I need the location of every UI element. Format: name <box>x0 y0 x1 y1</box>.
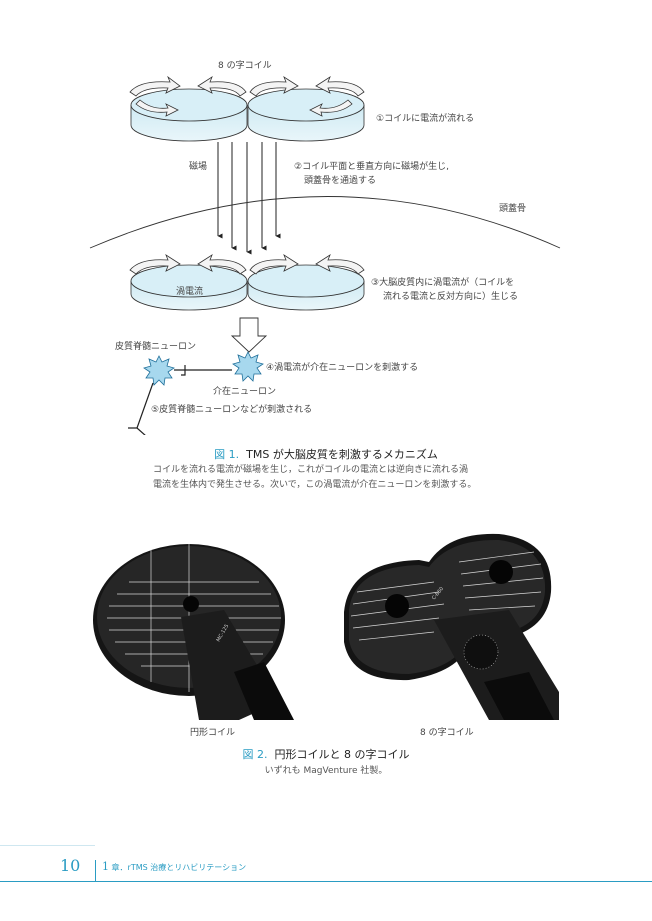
label-step2-line1: ②コイル平面と垂直方向に磁場が生じ, <box>294 161 449 174</box>
chapter-heading: 1 章．rTMS 治療とリハビリテーション <box>102 860 246 873</box>
footer-rule <box>0 881 652 882</box>
pyramidal-neuron-star <box>144 356 174 385</box>
tms-mechanism-diagram <box>0 50 652 435</box>
figure1-caption-line1: コイルを流れる電流が磁場を生じ，これがコイルの電流とは逆向きに流れる渦 <box>153 463 468 478</box>
chapter-title: 章．rTMS 治療とリハビリテーション <box>112 863 247 872</box>
label-step2-line2: 頭蓋骨を通過する <box>304 175 376 188</box>
chapter-number: 1 <box>102 860 109 873</box>
figure1-caption-line2: 電流を生体内で発生させる。次いで，この渦電流が介在ニューロンを刺激する。 <box>153 478 476 493</box>
figure2-title: 図 2. 円形コイルと 8 の字コイル <box>0 746 652 762</box>
interneuron-star <box>233 352 263 381</box>
label-magnetic-field: 磁場 <box>189 161 207 174</box>
down-arrow <box>232 318 266 352</box>
label-pyramidal-neuron: 皮質脊髄ニューロン <box>115 341 196 354</box>
figure2-title-text: 円形コイルと 8 の字コイル <box>275 748 410 761</box>
skull-curve <box>90 197 560 249</box>
label-eddy-current: 渦電流 <box>176 286 203 299</box>
label-coil-title: 8 の字コイル <box>218 60 272 73</box>
figure2-caption: いずれも MagVenture 社製。 <box>0 764 652 779</box>
label-interneuron: 介在ニューロン <box>213 386 276 399</box>
footer-divider <box>95 860 96 881</box>
label-step1: ①コイルに電流が流れる <box>376 113 474 126</box>
figure8-coil: C-B60 <box>344 534 559 720</box>
figure1-number: 図 1. <box>214 448 239 461</box>
figure2-number: 図 2. <box>243 748 268 761</box>
label-step5: ⑤皮質脊髄ニューロンなどが刺激される <box>151 404 312 417</box>
figure1-title: 図 1. TMS が大脳皮質を刺激するメカニズム <box>0 446 652 462</box>
label-step4: ④渦電流が介在ニューロンを刺激する <box>266 362 418 375</box>
label-circular-coil: 円形コイル <box>190 727 235 740</box>
magnetic-field-arrows <box>218 142 276 252</box>
circular-coil: MC-125 <box>93 544 294 720</box>
coil-photograph: MC-125 C-B60 <box>89 522 559 720</box>
eddy-current-disks <box>131 265 364 310</box>
figure1-title-text: TMS が大脳皮質を刺激するメカニズム <box>246 448 438 461</box>
label-skull: 頭蓋骨 <box>499 203 526 216</box>
label-step3-line2: 流れる電流と反対方向に）生じる <box>383 291 518 304</box>
neuron-connections <box>128 365 232 435</box>
page-number: 10 <box>60 856 80 875</box>
label-figure8-coil: 8 の字コイル <box>420 727 474 740</box>
label-step3-line1: ③大脳皮質内に渦電流が（コイルを <box>371 277 514 290</box>
footer-page-box <box>0 845 95 883</box>
